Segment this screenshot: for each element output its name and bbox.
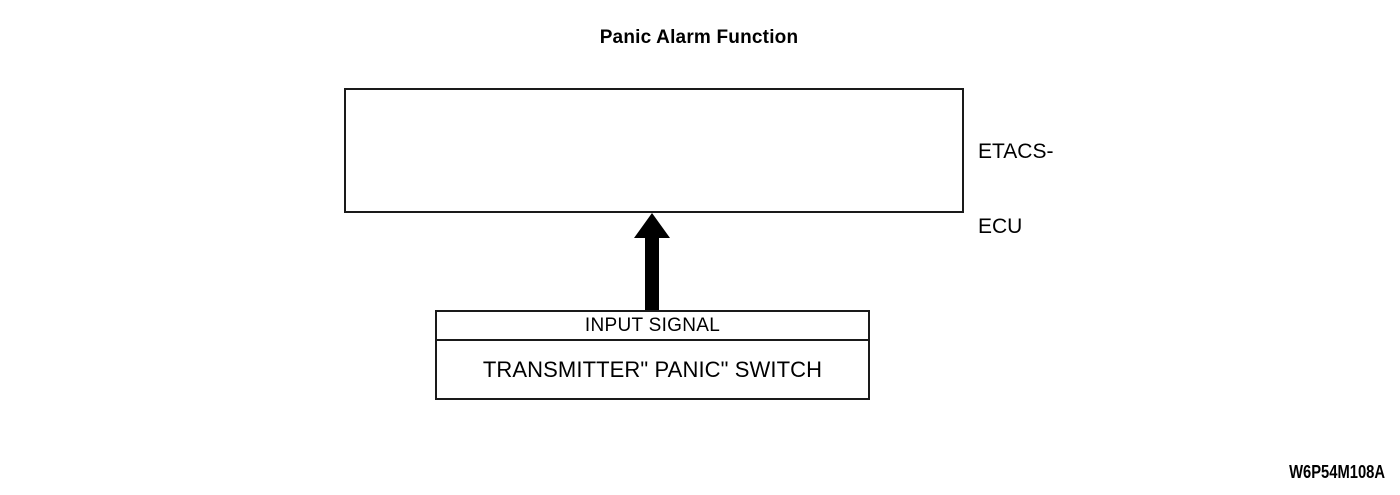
- page-title: Panic Alarm Function: [0, 27, 1400, 49]
- etacs-ecu-label-line1: ETACS-: [978, 140, 1054, 163]
- figure-code: W6P54M108A: [1289, 462, 1385, 482]
- page-title-text: Panic Alarm Function: [599, 27, 799, 48]
- etacs-ecu-label: ETACS- ECU: [978, 89, 1053, 289]
- input-signal-arrow-icon: [634, 213, 670, 311]
- input-signal-header-text: INPUT SIGNAL: [584, 314, 721, 336]
- arrow-up-shape: [634, 213, 670, 311]
- etacs-ecu-label-line2: ECU: [978, 215, 1023, 238]
- transmitter-panic-switch-cell: TRANSMITTER" PANIC" SWITCH: [437, 341, 868, 398]
- transmitter-panic-switch-text: TRANSMITTER" PANIC" SWITCH: [482, 356, 823, 382]
- input-signal-header: INPUT SIGNAL: [437, 312, 868, 341]
- etacs-ecu-box: [344, 88, 964, 213]
- input-signal-group: INPUT SIGNAL TRANSMITTER" PANIC" SWITCH: [435, 310, 870, 400]
